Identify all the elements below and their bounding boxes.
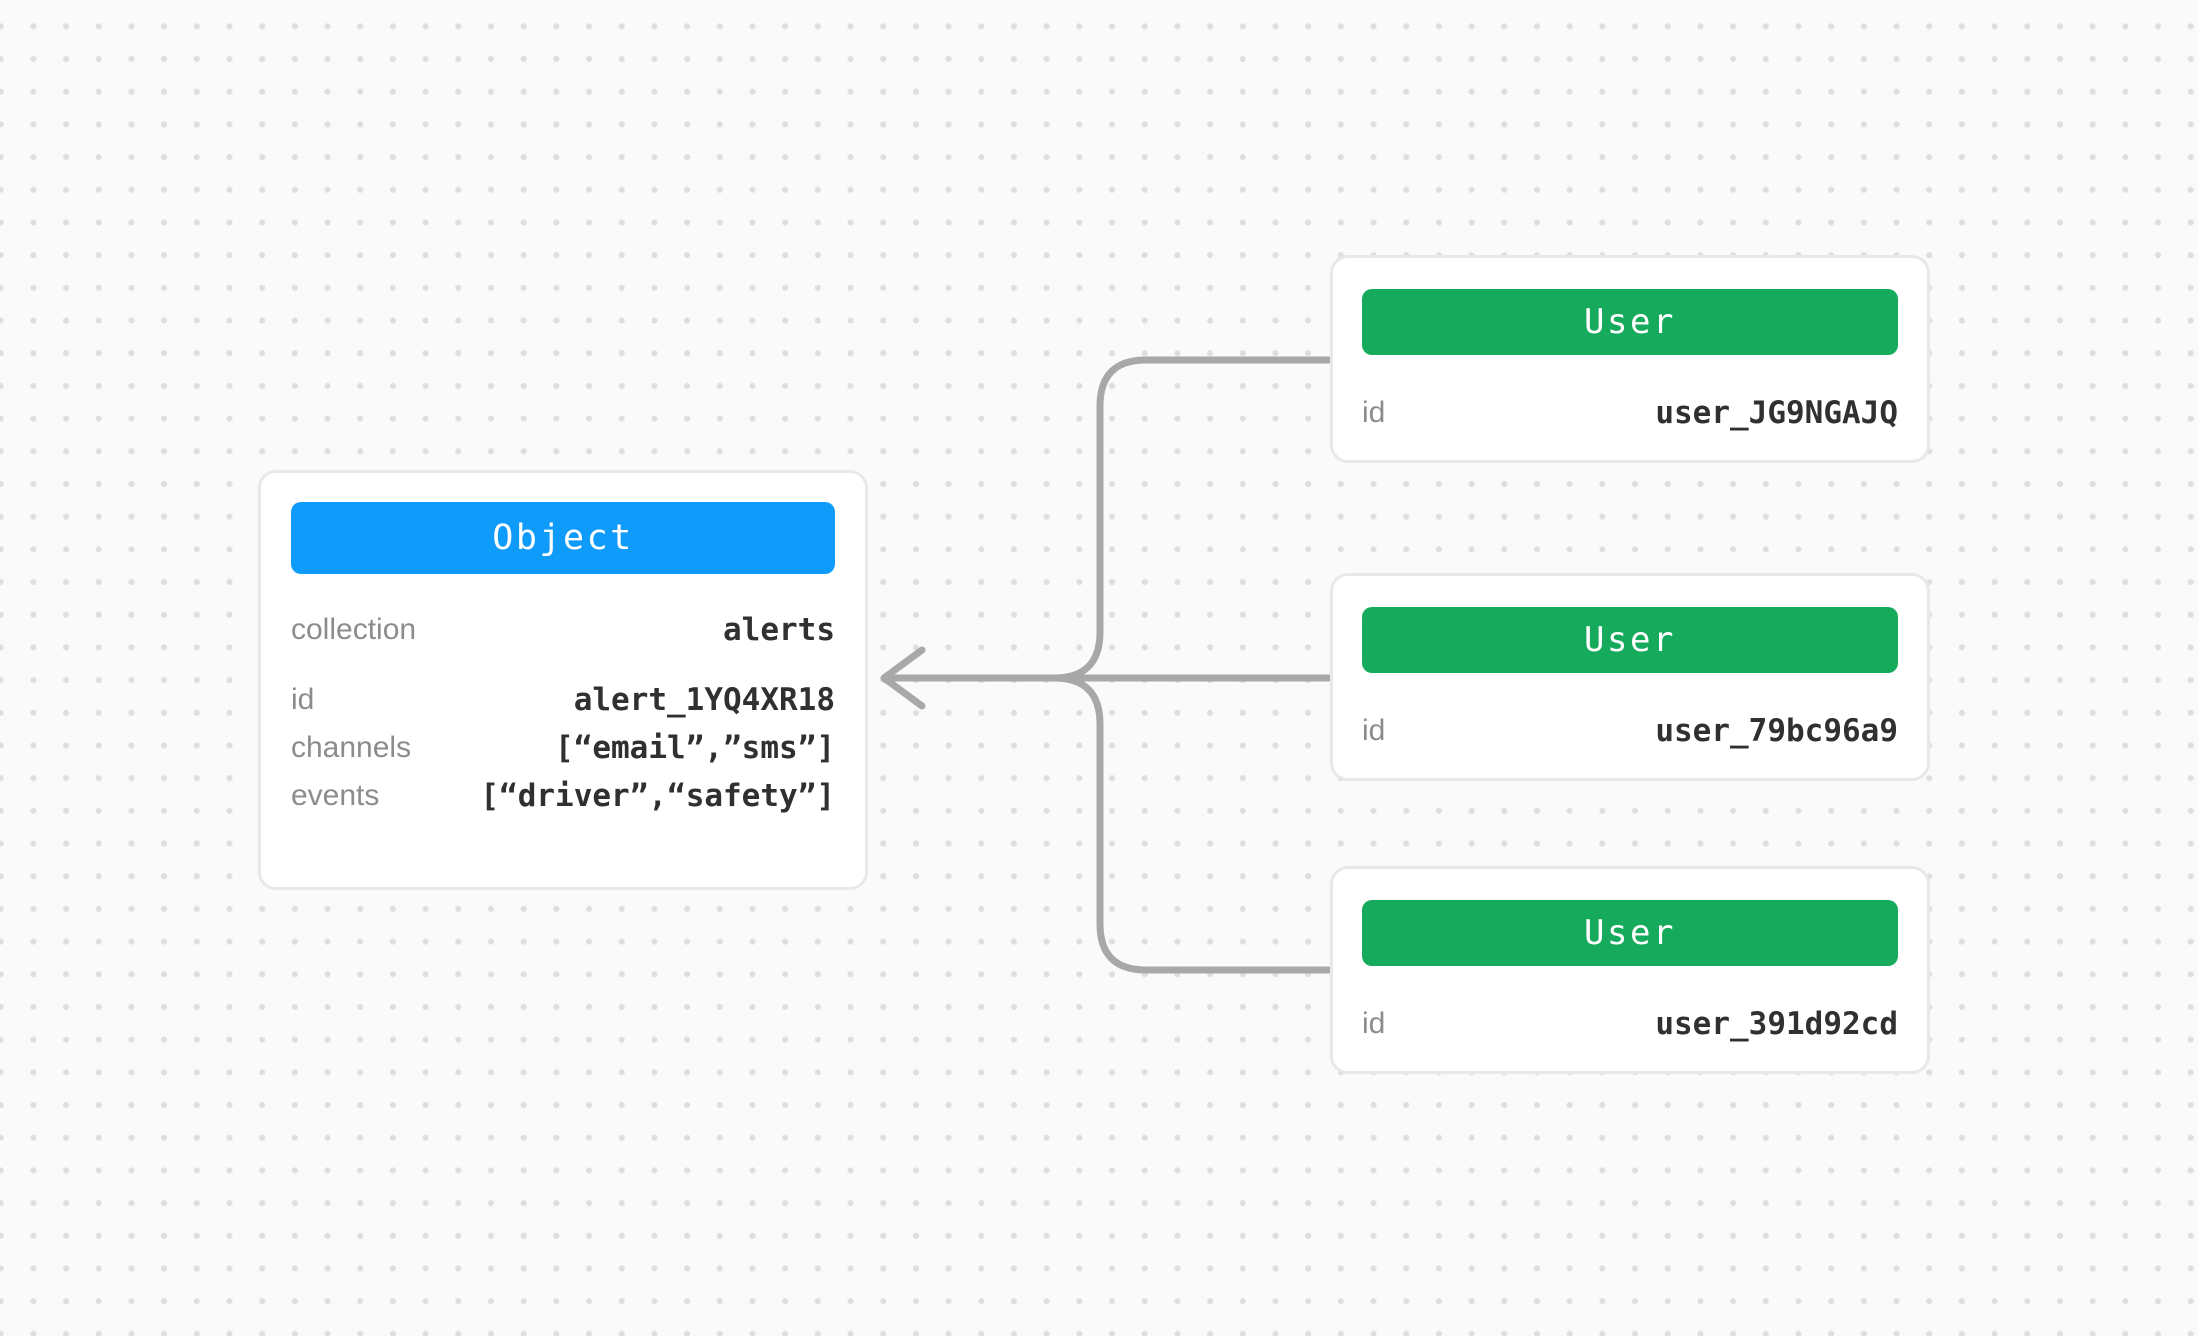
- user-field-id: id user_391d92cd: [1362, 1002, 1898, 1046]
- user-field-id: id user_79bc96a9: [1362, 709, 1898, 753]
- field-label: id: [1362, 396, 1386, 429]
- object-field-channels: channels [“email”,”sms”]: [291, 726, 835, 770]
- field-label: id: [1362, 714, 1386, 747]
- user-node-3[interactable]: User id user_391d92cd: [1330, 866, 1930, 1074]
- user-node-header: User: [1362, 900, 1898, 966]
- edge-user3-to-object: [884, 674, 1334, 974]
- edge-user1-to-object: [884, 356, 1334, 682]
- object-node[interactable]: Object collection alerts id alert_1YQ4XR…: [258, 470, 868, 890]
- field-label: collection: [291, 613, 417, 646]
- user-node-1[interactable]: User id user_JG9NGAJQ: [1330, 255, 1930, 463]
- user-node-header: User: [1362, 607, 1898, 673]
- field-value: user_JG9NGAJQ: [1655, 395, 1898, 431]
- object-field-id: id alert_1YQ4XR18: [291, 678, 835, 722]
- field-value: [“email”,”sms”]: [555, 730, 835, 766]
- user-field-id: id user_JG9NGAJQ: [1362, 391, 1898, 435]
- field-label: id: [291, 683, 315, 716]
- user-node-header: User: [1362, 289, 1898, 355]
- field-value: alert_1YQ4XR18: [573, 682, 835, 718]
- field-value: [“driver”,“safety”]: [480, 778, 835, 814]
- object-field-collection: collection alerts: [291, 608, 835, 652]
- field-label: channels: [291, 731, 412, 764]
- user-node-2[interactable]: User id user_79bc96a9: [1330, 573, 1930, 781]
- object-field-events: events [“driver”,“safety”]: [291, 774, 835, 818]
- field-label: id: [1362, 1007, 1386, 1040]
- field-value: user_391d92cd: [1655, 1006, 1898, 1042]
- arrow-left-icon: [880, 646, 926, 710]
- field-label: events: [291, 779, 380, 812]
- field-value: alerts: [723, 612, 835, 648]
- object-node-header: Object: [291, 502, 835, 574]
- field-value: user_79bc96a9: [1655, 713, 1898, 749]
